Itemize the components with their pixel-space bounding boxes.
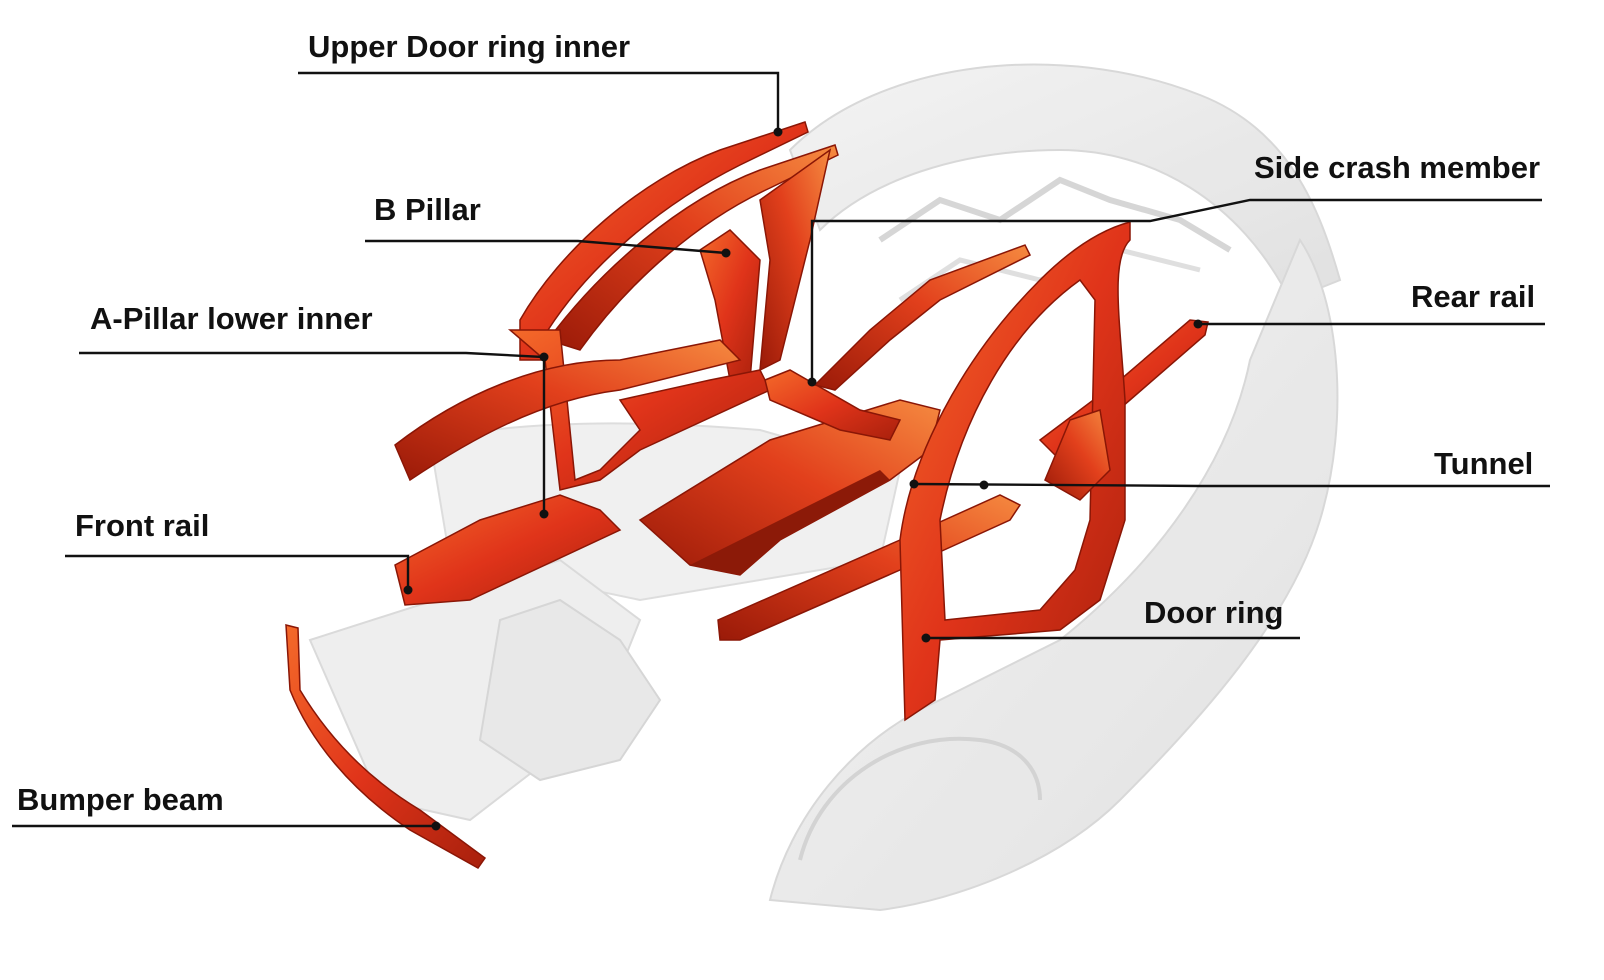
leader-front-rail [65,554,410,590]
label-b-pillar: B Pillar [374,192,481,227]
side-crash-member-part [813,244,1032,391]
dot-upper-door-ring-inner [773,127,783,137]
label-bumper-beam: Bumper beam [17,782,224,817]
b-pillar-part-2 [759,148,832,372]
upper-door-ring-inner-part-2 [546,144,839,351]
label-a-pillar-lower-inner: A-Pillar lower inner [90,301,373,336]
dot-tunnel [909,479,919,489]
leader-a-pillar-lower-inner [79,351,546,514]
label-front-rail: Front rail [75,508,210,543]
ghost-rear-body [768,237,1339,912]
bumper-beam-part [285,624,487,869]
leader-b-pillar [365,239,727,255]
door-ring-part [899,221,1131,722]
dot-door-ring [921,633,931,643]
dot-tunnel-2 [979,480,989,490]
label-tunnel: Tunnel [1434,446,1534,481]
dot-rear-rail [1193,319,1203,329]
ghost-roof [788,63,1342,302]
upper-door-ring-inner-part [519,121,809,361]
front-rail-part [394,494,622,606]
red-structure [285,121,1209,869]
dot-a-pillar-lower-inner-2 [539,509,549,519]
label-upper-door-ring-inner: Upper Door ring inner [308,29,631,64]
ghost-wheel-arch [798,736,1042,861]
dot-bumper-beam [431,821,441,831]
leader-tunnel [913,482,1550,488]
tunnel-part-dark [690,470,890,575]
dot-b-pillar [721,248,731,258]
dot-side-crash-member [807,377,817,387]
dot-a-pillar-lower-inner [539,352,549,362]
leader-upper-door-ring-inner [298,71,780,132]
dot-front-rail [403,585,413,595]
ghost-front-engine [478,598,662,782]
label-side-crash-member: Side crash member [1254,150,1541,185]
left-sill-part [394,339,742,482]
leader-dots [403,127,1203,831]
cross-member-part [764,369,902,441]
label-door-ring: Door ring [1144,595,1284,630]
ghost-inner-frame [878,176,1232,253]
left-door-ring-part [507,329,772,491]
leader-side-crash-member [810,198,1542,382]
label-rear-rail: Rear rail [1411,279,1536,314]
right-b-pillar-part [1044,409,1111,501]
leader-lines [12,71,1550,828]
